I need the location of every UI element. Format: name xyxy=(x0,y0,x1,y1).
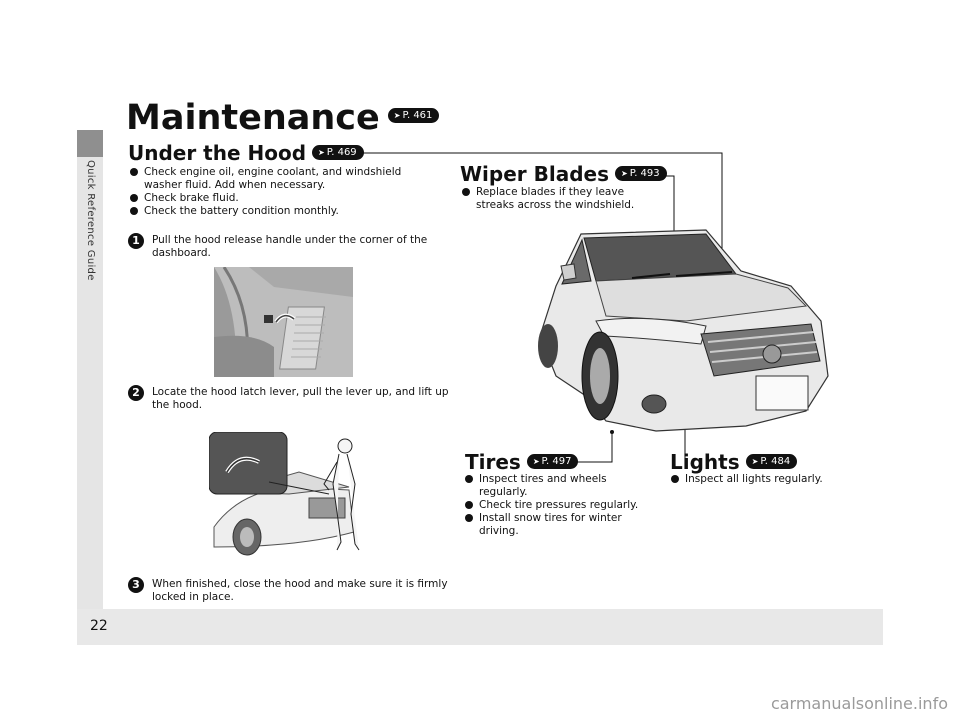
list-item: Check tire pressures regularly. xyxy=(463,499,658,512)
step-text: Pull the hood release handle under the c… xyxy=(152,234,428,259)
arrow-right-icon: ➤ xyxy=(393,110,401,120)
step-number: 3 xyxy=(128,577,144,593)
wiper-blades-heading: Wiper Blades➤P. 493 xyxy=(460,162,667,186)
list-item: Check the battery condition monthly. xyxy=(128,205,438,218)
hood-release-illustration xyxy=(214,266,353,378)
list-item: Install snow tires for winter driving. xyxy=(463,512,658,538)
list-item: Inspect tires and wheels regularly. xyxy=(463,473,658,499)
under-hood-page-ref[interactable]: ➤P. 469 xyxy=(312,145,364,160)
step-text: Locate the hood latch lever, pull the le… xyxy=(152,386,449,411)
title-page-ref[interactable]: ➤P. 461 xyxy=(387,107,440,123)
page-title: Maintenance ➤P. 461 xyxy=(126,98,440,138)
list-item: Check engine oil, engine coolant, and wi… xyxy=(128,166,438,192)
hood-latch-illustration xyxy=(208,431,369,560)
tires-heading: Tires➤P. 497 xyxy=(465,450,579,474)
step-3: 3 When finished, close the hood and make… xyxy=(128,577,462,604)
page-number: 22 xyxy=(90,618,108,634)
list-item: Replace blades if they leave streaks acr… xyxy=(460,186,665,212)
step-text: When finished, close the hood and make s… xyxy=(152,578,448,603)
list-item: Check brake fluid. xyxy=(128,192,438,205)
arrow-right-icon: ➤ xyxy=(318,148,325,157)
step-2: 2 Locate the hood latch lever, pull the … xyxy=(128,385,462,412)
watermark: carmanualsonline.info xyxy=(770,694,948,713)
list-item: Inspect all lights regularly. xyxy=(669,473,849,486)
step-number: 2 xyxy=(128,385,144,401)
wiper-blades-page-ref[interactable]: ➤P. 493 xyxy=(615,166,667,181)
page-title-text: Maintenance xyxy=(126,98,380,138)
lights-heading: Lights➤P. 484 xyxy=(670,450,798,474)
wiper-blades-bullets: Replace blades if they leave streaks acr… xyxy=(460,186,665,212)
tires-page-ref[interactable]: ➤P. 497 xyxy=(526,454,579,469)
step-1: 1 Pull the hood release handle under the… xyxy=(128,233,452,260)
arrow-right-icon: ➤ xyxy=(621,169,628,178)
car-illustration xyxy=(536,226,834,436)
lights-page-ref[interactable]: ➤P. 484 xyxy=(745,454,798,469)
step-number: 1 xyxy=(128,233,144,249)
lights-bullets: Inspect all lights regularly. xyxy=(669,473,849,486)
footer-band xyxy=(77,609,883,645)
sidebar xyxy=(77,157,103,609)
sidebar-tab-marker xyxy=(77,130,103,157)
tires-bullets: Inspect tires and wheels regularly. Chec… xyxy=(463,473,658,538)
under-hood-bullets: Check engine oil, engine coolant, and wi… xyxy=(128,166,438,218)
sidebar-label: Quick Reference Guide xyxy=(85,160,96,281)
under-hood-heading: Under the Hood➤P. 469 xyxy=(128,141,364,165)
arrow-right-icon: ➤ xyxy=(751,457,759,466)
arrow-right-icon: ➤ xyxy=(532,457,540,466)
